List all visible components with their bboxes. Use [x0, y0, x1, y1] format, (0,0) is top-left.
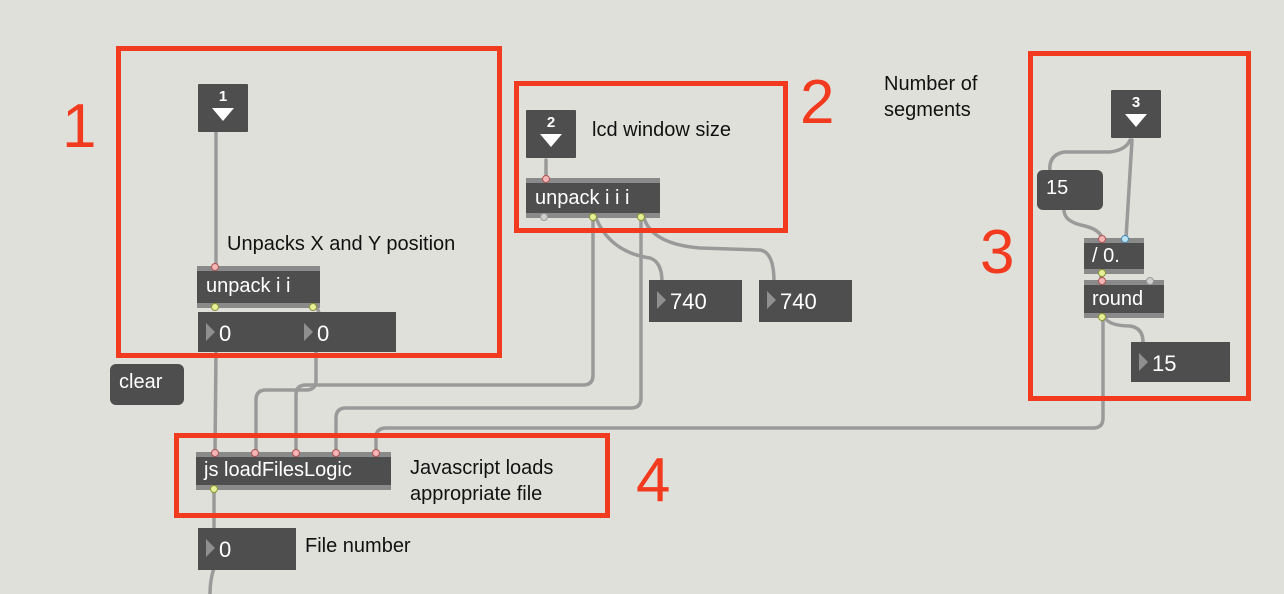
umenu-2[interactable]: 2 [526, 110, 576, 158]
inlet[interactable] [332, 449, 340, 457]
divide-object[interactable]: / 0. [1084, 235, 1144, 277]
cord-height-to-js [334, 216, 643, 454]
comment-lcd-window-size: lcd window size [592, 119, 731, 141]
outlet[interactable] [540, 213, 548, 221]
round-object[interactable]: round [1084, 277, 1164, 321]
highlight-box-3 [1028, 51, 1251, 401]
highlight-number-4: 4 [636, 446, 671, 515]
cord-round-to-15 [1102, 314, 1145, 344]
comment-file-number: File number [305, 535, 411, 557]
cord-filenumber-out [208, 566, 216, 594]
clear-message[interactable]: clear [110, 364, 184, 405]
highlight-number-2: 2 [800, 68, 835, 137]
highlight-number-1: 1 [62, 92, 97, 161]
dropdown-arrow-icon [1125, 114, 1147, 127]
cord-umenu3-to-15 [1048, 138, 1132, 174]
inlet[interactable] [211, 263, 219, 271]
outlet[interactable] [211, 303, 219, 311]
number-box-segments-in[interactable]: 15 [1037, 170, 1103, 210]
number-box-file-number[interactable]: 0 [198, 528, 296, 570]
inlet[interactable] [542, 175, 550, 183]
cord-umenu3-to-divide [1124, 138, 1134, 240]
umenu-1[interactable]: 1 [198, 84, 248, 132]
inlet[interactable] [251, 449, 259, 457]
unpack-xy-label: unpack i i [206, 275, 291, 297]
inlet[interactable] [1098, 277, 1106, 285]
js-loadfileslogic-object[interactable]: js loadFilesLogic [196, 449, 391, 493]
comment-unpacks-xy: Unpacks X and Y position [227, 233, 456, 255]
divide-label: / 0. [1092, 245, 1120, 267]
cord-width-to-js [294, 216, 595, 454]
inlet[interactable] [211, 449, 219, 457]
inlet[interactable] [372, 449, 380, 457]
number-box-height[interactable]: 740 [759, 280, 852, 322]
inlet[interactable] [292, 449, 300, 457]
outlet[interactable] [589, 213, 597, 221]
number-box-width[interactable]: 740 [649, 280, 742, 322]
unpack-size-object[interactable]: unpack i i i [526, 175, 660, 221]
highlight-number-3: 3 [980, 218, 1015, 287]
outlet[interactable] [1098, 269, 1106, 277]
number-box-y[interactable]: 0 [296, 312, 396, 352]
round-label: round [1092, 288, 1144, 310]
inlet[interactable] [1098, 235, 1106, 243]
outlet[interactable] [210, 485, 218, 493]
umenu-3-value: 3 [1131, 94, 1141, 111]
unpack-size-label: unpack i i i [535, 187, 630, 209]
umenu-2-value: 2 [546, 114, 556, 131]
comment-javascript-loads: Javascript loads appropriate file [410, 457, 554, 505]
dropdown-arrow-icon [540, 134, 562, 147]
triangle-icon [1139, 353, 1148, 371]
cord-15-to-divide [1062, 208, 1104, 240]
umenu-3[interactable]: 3 [1111, 90, 1161, 138]
highlight-box-2 [514, 81, 788, 233]
cord-unpack-to-width [594, 216, 664, 284]
outlet[interactable] [1098, 313, 1106, 321]
outlet[interactable] [637, 213, 645, 221]
triangle-icon [206, 539, 215, 557]
comment-number-of-segments: Number of segments [884, 73, 978, 121]
highlight-box-4 [174, 433, 610, 518]
unpack-xy-object[interactable]: unpack i i [197, 263, 320, 311]
dropdown-arrow-icon [212, 108, 234, 121]
triangle-icon [206, 323, 215, 341]
number-box-segments-out[interactable]: 15 [1131, 342, 1230, 382]
inlet-cold[interactable] [1121, 235, 1129, 243]
triangle-icon [304, 323, 313, 341]
umenu-1-value: 1 [218, 88, 228, 105]
inlet-cold[interactable] [1146, 277, 1154, 285]
triangle-icon [767, 291, 776, 309]
outlet[interactable] [309, 303, 317, 311]
number-box-x[interactable]: 0 [198, 312, 296, 352]
highlight-box-1 [116, 46, 502, 358]
triangle-icon [657, 291, 666, 309]
js-label: js loadFilesLogic [204, 459, 352, 481]
